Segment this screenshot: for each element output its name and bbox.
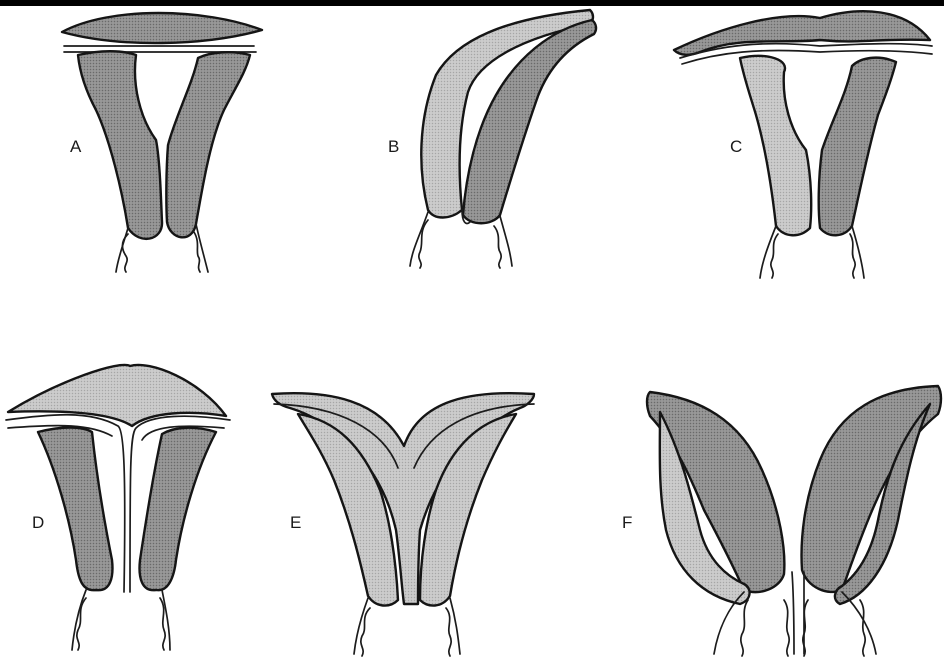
figure-label-a: A [70,137,81,157]
figure-d-right-wall [140,428,216,590]
top-bar [0,0,944,6]
figure-d-left-wall [38,428,112,591]
figure-e-drawing [272,393,534,656]
figure-c-left-wall [740,56,811,235]
figure-c-right-wall [819,58,896,236]
figure-a-left-wall [78,51,162,239]
figure-c-fundus-cap [674,11,930,55]
figure-c-drawing [674,11,932,278]
figure-f-drawing [647,386,941,656]
figure-label-f: F [622,513,632,533]
figure-d-drawing [6,365,230,650]
figure-a-fundus-cap [62,13,262,43]
figure-a-drawing [62,13,262,272]
figure-label-d: D [32,513,44,533]
figure-label-b: B [388,137,399,157]
figure-label-c: C [730,137,742,157]
figure-a-right-wall [166,52,250,237]
figure-label-e: E [290,513,301,533]
figure-b-drawing [410,10,596,268]
